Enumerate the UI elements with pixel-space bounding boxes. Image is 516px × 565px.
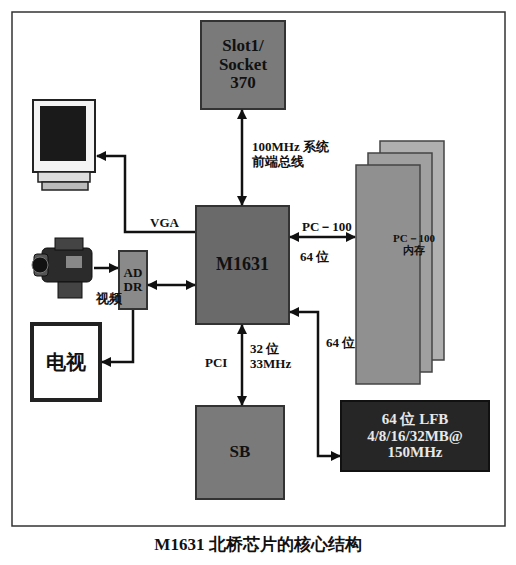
edge-label: PCI bbox=[205, 356, 239, 371]
signal-label: 视频 bbox=[96, 292, 126, 307]
tv-box: 电视 bbox=[30, 322, 102, 402]
video-wire bbox=[94, 267, 118, 270]
edge-label: 64 位 bbox=[326, 336, 366, 351]
node-text: SB bbox=[200, 443, 280, 462]
bus-connector bbox=[148, 284, 195, 287]
node-text: Slot1/ Socket 370 bbox=[207, 37, 279, 93]
signal-label: VGA bbox=[150, 216, 190, 231]
bus-width-label: 64 位 bbox=[300, 250, 344, 265]
bus-connector bbox=[290, 236, 355, 239]
memory-stack: PC－100 内存 bbox=[355, 140, 445, 385]
node-text: M1631 bbox=[198, 255, 288, 275]
camera-illustration bbox=[32, 238, 92, 298]
monitor-illustration bbox=[33, 100, 95, 190]
node-text: PC－100 内存 bbox=[389, 232, 439, 256]
outer-frame bbox=[12, 12, 505, 526]
bus-connector bbox=[102, 310, 133, 362]
edge-label: PC－100 bbox=[302, 220, 362, 235]
node-text: 电视 bbox=[36, 351, 96, 373]
bus-connector bbox=[290, 312, 340, 456]
vga-wire bbox=[97, 156, 195, 232]
node-text: 64 位 LFB 4/8/16/32MB@ 150MHz bbox=[356, 411, 474, 461]
figure-caption: M1631 北桥芯片的核心结构 bbox=[0, 533, 516, 556]
southbridge-box: SB bbox=[195, 405, 285, 500]
cpu-slot-box: Slot1/ Socket 370 bbox=[200, 20, 286, 110]
memory-module-shapes bbox=[355, 140, 445, 385]
node-text: AD DR bbox=[120, 266, 146, 295]
edge-label: 100MHz 系统前端总线 bbox=[252, 140, 330, 170]
memory-module bbox=[356, 165, 420, 384]
bus-connector bbox=[241, 110, 244, 205]
bus-spec-label: 32 位 33MHz bbox=[250, 342, 300, 372]
bus-connector bbox=[241, 325, 244, 405]
northbridge-box: M1631 bbox=[195, 205, 290, 325]
addr-box: AD DR bbox=[118, 250, 148, 310]
lfb-box: 64 位 LFB 4/8/16/32MB@ 150MHz bbox=[340, 400, 490, 472]
